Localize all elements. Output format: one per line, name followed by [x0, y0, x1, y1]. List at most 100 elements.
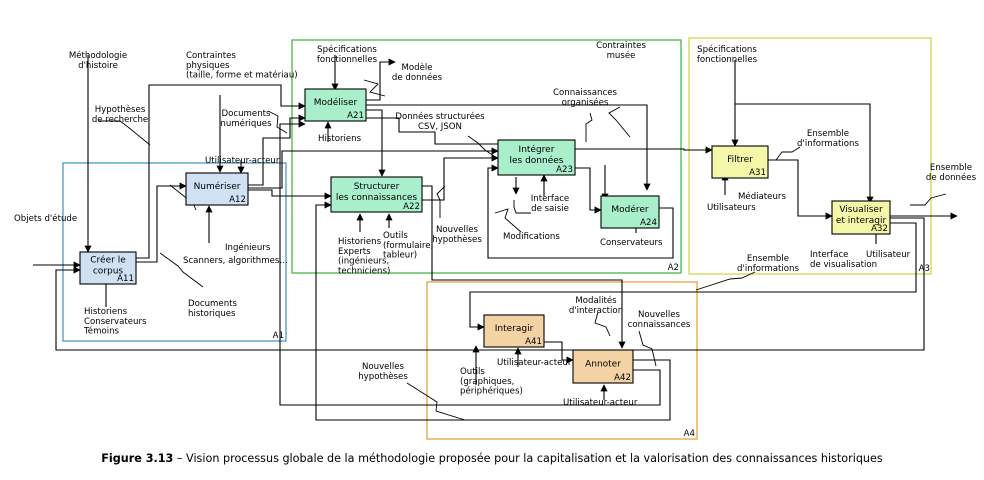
connector-arrow [768, 159, 833, 220]
activity-box-a31-frame [711, 145, 769, 179]
activity-box-a24-number: A24 [640, 218, 657, 228]
callout-leader [910, 193, 947, 206]
region-a4-label: A4 [684, 429, 695, 439]
activity-box-a12-title: Numériser [194, 181, 241, 192]
callout-leader [695, 271, 756, 291]
activity-box-a11-frame [79, 251, 137, 285]
callout-leader [406, 382, 466, 421]
activity-box-a23-frame [497, 139, 576, 176]
callout-leader [585, 112, 593, 142]
activity-box-a32-title: Visualiser [839, 205, 883, 215]
activity-box-a21-number: A21 [347, 111, 364, 121]
connector-arrow [366, 104, 651, 191]
activity-box-a12-frame [185, 172, 249, 206]
activity-box-a23-title: les données [510, 155, 564, 166]
connector-arrow [544, 341, 574, 364]
region-a2-label: A2 [668, 263, 679, 273]
label-objets-etude: Objets d'étude [14, 213, 77, 224]
label-scanners: Scanners, algorithmes… [183, 256, 288, 266]
label-historiens-a21: Historiens [318, 134, 362, 144]
connector-arrow [248, 147, 499, 189]
label-ingenieurs: Ingénieurs [225, 242, 271, 253]
label-conservateurs: Conservateurs [600, 238, 663, 248]
caption-text: – Vision processus globale de la méthodo… [176, 452, 883, 465]
activity-box-a22-number: A22 [403, 202, 420, 212]
activity-box-a21-frame [304, 88, 367, 122]
activity-box-a41-title: Interagir [495, 324, 534, 334]
callout-leader [775, 146, 801, 161]
connector-arrow [366, 109, 386, 177]
callout-leader [513, 200, 531, 214]
connector-arrow [248, 189, 332, 200]
connector-arrow [735, 103, 874, 204]
label-utilisateur-acteur-a42: Utilisateur-acteur [563, 398, 638, 408]
activity-box-a42-title: Annoter [585, 360, 621, 370]
region-a1-label: A1 [273, 331, 284, 341]
activity-box-a22-title: Structurer [354, 182, 400, 192]
activity-box-a32-title: et interagir [836, 216, 887, 226]
activity-box-a41-frame [483, 314, 545, 348]
label-utilisateur-a32: Utilisateur [866, 250, 911, 260]
connector-arrow [422, 185, 626, 349]
connector-arrow [575, 167, 602, 214]
region-a4 [426, 281, 698, 440]
activity-box-a41-number: A41 [525, 337, 542, 347]
activity-box-a24-title: Modérer [611, 204, 649, 215]
connector-arrow [487, 164, 674, 259]
callout-leader [467, 135, 498, 159]
callout-leader [436, 185, 446, 218]
callout-leader [594, 311, 611, 337]
activity-box-a11-title: Créer le [90, 255, 126, 266]
connector-arrow [248, 114, 306, 186]
callout-leader [608, 106, 631, 138]
region-a2 [291, 39, 682, 274]
label-utilisateur-acteur-a12: Utilisateur-acteur [205, 156, 280, 166]
activity-box-a11-number: A11 [117, 274, 134, 284]
region-a3 [688, 37, 932, 275]
connector-arrow [136, 84, 306, 259]
activity-box-a31-number: A31 [749, 168, 766, 178]
activity-box-a23-number: A23 [556, 165, 573, 175]
connector-arrow [422, 154, 499, 201]
label-modifications: Modifications [503, 232, 560, 242]
callout-leader [638, 330, 657, 367]
connector-arrow [575, 146, 713, 154]
callout-leader [98, 120, 151, 146]
label-outils-a41: Outils(graphiques,périphériques) [460, 367, 523, 397]
label-outils-a22: Outils(formulaire,tableur) [383, 231, 433, 261]
label-utilisateurs-a31: Utilisateurs [707, 203, 756, 213]
caption-label: Figure 3.13 [101, 452, 174, 465]
callout-leader [267, 110, 288, 134]
activity-box-a12-number: A12 [229, 195, 246, 205]
connector-arrow [366, 58, 396, 101]
activity-box-a32-number: A32 [871, 224, 888, 234]
callout-leader [494, 208, 522, 233]
activity-box-a11-title: corpus [93, 267, 124, 277]
label-mediateurs: Médiateurs [738, 191, 786, 202]
